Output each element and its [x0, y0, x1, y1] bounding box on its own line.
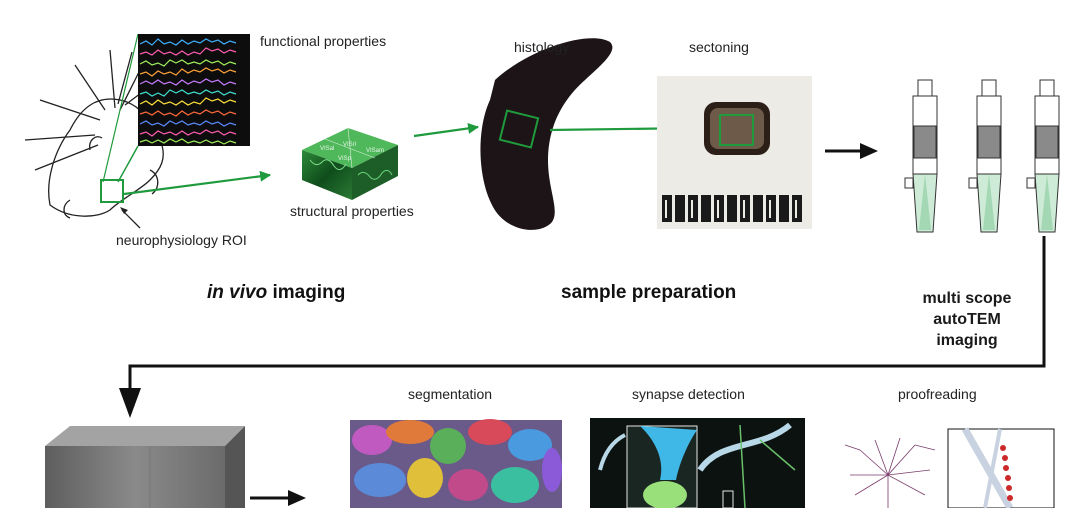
label-synapse-detection: synapse detection: [632, 386, 745, 402]
connector-arrowhead: [119, 388, 141, 418]
volume-tag-visam: VISam: [366, 148, 384, 154]
arrow-roi-to-volume: [123, 170, 272, 196]
label-sectioning: sectoning: [689, 39, 749, 55]
mouse-roi-box: [100, 179, 124, 203]
volume-tag-visal: VISal: [320, 146, 334, 152]
arrow-volume-to-histology: [413, 122, 480, 138]
structural-volume: [302, 127, 398, 200]
volume-tag-visrl: VISrl: [343, 142, 356, 148]
label-histology: histology: [514, 39, 570, 55]
histology-tissue: [480, 38, 613, 230]
sectioning-photo: [657, 76, 812, 229]
connector-line: [128, 236, 1046, 392]
microscope-2: [968, 79, 1002, 233]
functional-traces-panel: [138, 34, 250, 146]
stage-multi-scope-line2: autoTEM: [933, 311, 1001, 328]
stage-multi-scope-line3: imaging: [936, 332, 998, 349]
label-functional-properties: functional properties: [260, 33, 387, 49]
label-neurophysiology-roi: neurophysiology ROI: [116, 232, 247, 248]
segmentation-image: [350, 419, 562, 508]
label-structural-properties: structural properties: [290, 203, 414, 219]
synapse-image: [590, 418, 805, 508]
stage-multi-scope-imaging: multi scope autoTEM imaging: [907, 288, 1027, 351]
stage-multi-scope-line1: multi scope: [922, 290, 1012, 307]
label-segmentation: segmentation: [408, 386, 493, 402]
stage-in-vivo-imaging: in vivo imaging: [207, 282, 346, 303]
microscope-3: [1026, 79, 1060, 233]
em-volume-stack: [45, 426, 245, 508]
label-proofreading: proofreading: [898, 386, 977, 402]
histology-roi-box: [498, 109, 540, 149]
volume-tag-visp: VISp: [338, 156, 352, 162]
stage-sample-preparation: sample preparation: [561, 282, 737, 303]
microscope-1: [904, 79, 938, 233]
proofreading-image: [844, 427, 1055, 508]
